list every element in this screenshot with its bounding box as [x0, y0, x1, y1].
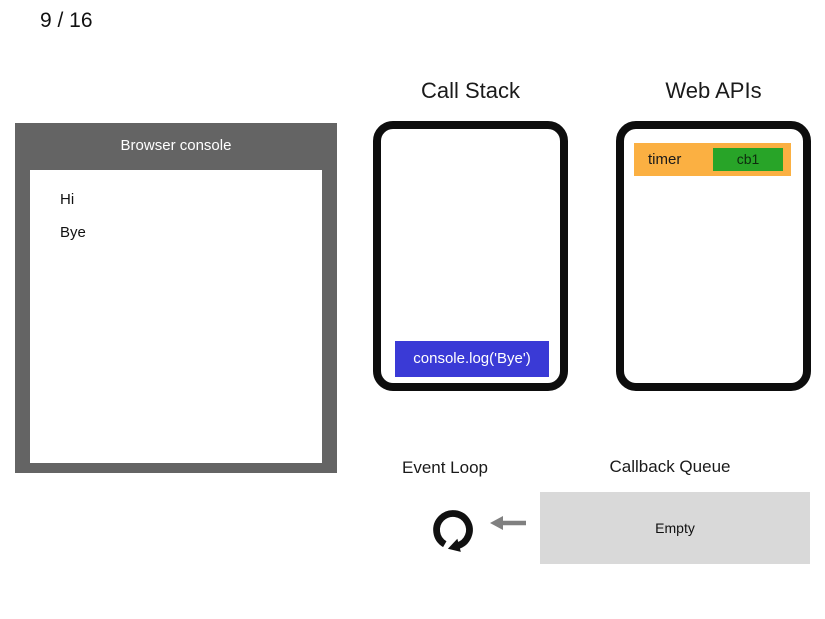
callback-queue-status: Empty	[655, 520, 695, 536]
web-apis-title: Web APIs	[665, 78, 762, 103]
call-stack-frame: console.log('Bye')	[395, 341, 549, 377]
slide-page-indicator: 9 / 16	[40, 9, 93, 32]
console-log-line: Bye	[60, 224, 86, 241]
loop-refresh-icon	[433, 510, 473, 552]
callback-queue-box: Empty	[540, 492, 810, 564]
web-apis-box: timer cb1	[616, 121, 811, 391]
browser-console-title: Browser console	[120, 137, 232, 154]
browser-console-output: Hi Bye	[30, 170, 322, 463]
console-log-line: Hi	[60, 191, 75, 208]
left-arrow-icon	[490, 516, 526, 530]
browser-console-window: Browser console Hi Bye	[15, 123, 337, 473]
web-api-timer-item: timer cb1	[634, 143, 791, 176]
web-api-timer-label: timer	[648, 151, 682, 168]
callback-queue-title: Callback Queue	[609, 457, 731, 476]
call-stack-box: console.log('Bye')	[373, 121, 568, 391]
event-loop-title: Event Loop	[401, 458, 488, 477]
web-api-callback-badge: cb1	[713, 148, 783, 171]
call-stack-title: Call Stack	[420, 78, 521, 103]
